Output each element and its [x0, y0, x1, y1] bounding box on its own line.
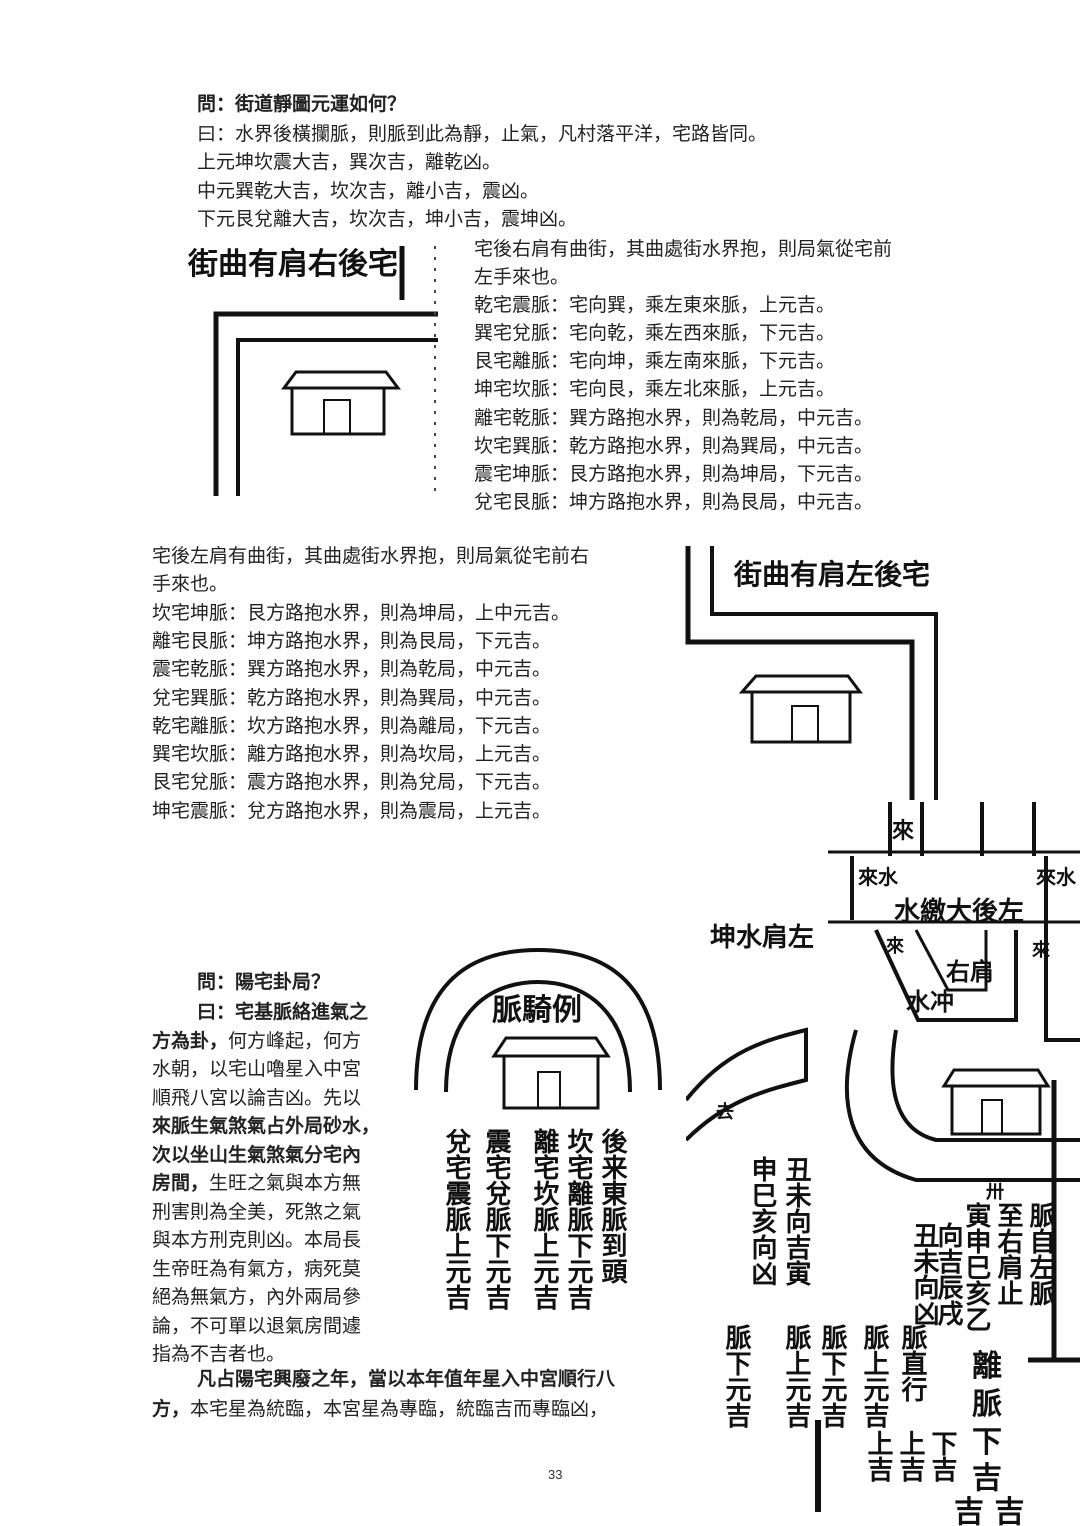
top-label: 來水 — [1036, 865, 1077, 889]
vertical-column: 寅申巳亥乙 — [961, 1201, 991, 1332]
para-bold: 曰：宅基脈絡進氣之 — [197, 1001, 369, 1023]
vertical-column: 申巳亥向凶 — [747, 1156, 777, 1286]
section3-line: 乾宅離脈：坎方路抱水界，則為離局，下元吉。 — [152, 715, 552, 737]
page-number: 33 — [548, 1467, 563, 1482]
section3-line: 坤宅震脈：兌方路抱水界，則為震局，上元吉。 — [152, 800, 552, 822]
final-bold: 凡占陽宅興廢之年，當以本年值年星入中宮順行八 — [197, 1368, 616, 1390]
vertical-column: 脈上元吉 — [781, 1324, 811, 1428]
section1-line: 下元艮兌離大吉，坎次吉，坤小吉，震坤凶。 — [197, 208, 578, 230]
vertical-column: 丑未向吉寅 — [781, 1156, 811, 1287]
para-bold: 房間， — [152, 1172, 210, 1194]
para-text: 水朝，以宅山嚕星入中宮 — [152, 1058, 362, 1080]
mid-label: 來 — [886, 935, 904, 957]
top-label: 來 — [892, 818, 914, 844]
col-d-char: 脈 — [972, 1387, 1002, 1422]
top-label: 來水 — [858, 865, 899, 889]
figure-label: 街曲有肩左後宅 — [733, 558, 930, 591]
figure-label: 街曲有肩右後宅 — [187, 247, 398, 282]
figure-right-collage: 來 來水 來水 水繳大後左 坤水肩左 右肩 水冲 來 來 去 卅 — [686, 800, 1080, 1526]
vertical-column: 脈直行 — [897, 1324, 928, 1402]
section2-intro: 宅後右肩有曲街，其曲處街水界抱，則局氣從宅前 — [474, 238, 893, 260]
bottom-extra: 吉 吉 — [954, 1495, 1024, 1526]
mid-label: 去 — [716, 1101, 734, 1123]
mid-label: 水冲 — [906, 987, 954, 1016]
para-bold: 次以坐山生氣煞氣分宅內 — [152, 1143, 362, 1166]
section3-line: 離宅艮脈：坤方路抱水界，則為艮局，下元吉。 — [152, 630, 552, 652]
para-text: 指為不吉者也。 — [152, 1343, 286, 1365]
section3-line: 坎宅坤脈：艮方路抱水界，則為坤局，上中元吉。 — [152, 602, 571, 624]
section2-line: 坤宅坎脈：宅向艮，乘左北來脈，上元吉。 — [474, 378, 836, 400]
section2-line: 艮宅離脈：宅向坤，乘左南來脈，下元吉。 — [474, 350, 836, 372]
section2-line: 乾宅震脈：宅向巽，乘左東來脈，上元吉。 — [474, 294, 836, 316]
col-d-char: 吉 — [972, 1461, 1002, 1496]
section3-intro: 手來也。 — [152, 573, 229, 595]
vertical-column: 兌宅震脈上元吉 — [441, 1128, 471, 1310]
figure-vein-riding-example: 脈騎例 後来東脈到頭 坎宅離脈下元吉 離宅坎脈上元吉 震宅兌脈下元吉 兌宅震脈上… — [412, 940, 664, 1312]
final-text: 本宅星為統臨，本宮星為專臨，統臨吉而專臨凶， — [190, 1398, 609, 1420]
vertical-column: 脈下元吉 — [721, 1324, 751, 1428]
section3-line: 震宅乾脈：巽方路抱水界，則為乾局，中元吉。 — [152, 658, 552, 680]
vertical-column: 震宅兌脈下元吉 — [481, 1128, 511, 1310]
col-d-char: 離 — [972, 1349, 1002, 1384]
para-text: 論，不可單以退氣房間遽 — [152, 1314, 362, 1337]
para-text: 何方峰起，何方 — [228, 1029, 362, 1052]
section2-line: 離宅乾脈：巽方路抱水界，則為乾局，中元吉。 — [474, 407, 874, 429]
vertical-column: 脈下元吉 — [817, 1324, 847, 1428]
section2-line: 震宅坤脈：艮方路抱水界，則為坤局，下元吉。 — [474, 463, 874, 485]
section2-line: 巽宅兌脈：宅向乾，乘左西來脈，下元吉。 — [474, 322, 836, 344]
section3-line: 巽宅坎脈：離方路抱水界，則為坎局，上元吉。 — [152, 743, 552, 765]
section2-line: 坎宅巽脈：乾方路抱水界，則為巽局，中元吉。 — [474, 435, 874, 457]
vertical-column: 至右肩止 — [993, 1202, 1023, 1306]
section1-line: 中元巽乾大吉，坎次吉，離小吉，震凶。 — [197, 180, 540, 202]
col-d-char: 下 — [972, 1425, 1002, 1460]
vertical-column: 後来東脈到頭 — [597, 1127, 627, 1285]
vertical-column: 丑未向凶 — [909, 1222, 939, 1326]
vertical-column: 脈自左脈 — [1025, 1202, 1055, 1307]
para-bold: 來脈生氣煞氣占外局砂水， — [152, 1115, 381, 1137]
vertical-column: 坎宅離脈下元吉 — [563, 1128, 593, 1310]
bottom-column: 上吉 — [895, 1430, 925, 1482]
mid-label: 右肩 — [946, 957, 994, 986]
house-icon — [738, 674, 863, 744]
section1-line: 曰：水界後橫攔脈，則脈到此為靜，止氣，凡村落平洋，宅路皆同。 — [197, 123, 768, 145]
para-text: 與本方刑克則凶。本局長 — [152, 1229, 362, 1251]
para-text: 絕為無氣方，內外兩局參 — [152, 1286, 362, 1308]
vertical-column: 向吉辰戌 — [933, 1221, 963, 1327]
section3-line: 兌宅巽脈：乾方路抱水界，則為巽局，中元吉。 — [152, 687, 552, 709]
bottom-column: 上吉 — [863, 1430, 893, 1482]
left-top-label: 坤水肩左 — [710, 922, 814, 953]
section4-paragraph: 曰：宅基脈絡進氣之 方為卦，何方峰起，何方 水朝，以宅山嚕星入中宮 順飛八宮以論… — [152, 998, 412, 1369]
section3-line: 艮宅兌脈：震方路抱水界，則為兌局，下元吉。 — [152, 771, 552, 793]
para-text: 刑害則為全美，死煞之氣 — [152, 1200, 362, 1223]
figure-right-shoulder-street: 街曲有肩右後宅 — [180, 238, 440, 500]
house-icon — [281, 370, 401, 436]
para-text: 生旺之氣與本方無 — [209, 1172, 362, 1194]
section4-final: 凡占陽宅興廢之年，當以本年值年星入中宮順行八 方，本宅星為統臨，本宮星為專臨，統… — [152, 1364, 615, 1424]
section2-intro: 左手來也。 — [474, 266, 570, 288]
mid-road-label: 卅 — [986, 1182, 1004, 1203]
section4-question: 問：陽宅卦局？ — [197, 971, 331, 993]
section1-line: 上元坤坎震大吉，巽次吉，離乾凶。 — [197, 151, 502, 173]
section2-line: 兌宅艮脈：坤方路抱水界，則為艮局，中元吉。 — [474, 491, 874, 513]
vertical-column: 離宅坎脈上元吉 — [529, 1127, 559, 1310]
para-text: 生帝旺為有氣方，病死莫 — [152, 1257, 362, 1280]
para-bold: 方為卦， — [152, 1029, 229, 1052]
vertical-column: 脈上元吉 — [859, 1324, 889, 1428]
bottom-column: 下吉 — [927, 1430, 957, 1482]
house-icon — [491, 1036, 611, 1110]
para-text: 順飛八宮以論吉凶。先以 — [152, 1086, 362, 1109]
house-icon — [941, 1068, 1051, 1136]
section3-intro: 宅後左肩有曲街，其曲處街水界抱，則局氣從宅前右 — [152, 545, 590, 567]
final-bold: 方， — [152, 1398, 191, 1420]
section1-question: 問：街道靜圖元運如何？ — [197, 93, 407, 115]
figure-title: 脈騎例 — [492, 993, 582, 1028]
figure-left-shoulder-street: 街曲有肩左後宅 — [680, 542, 940, 802]
